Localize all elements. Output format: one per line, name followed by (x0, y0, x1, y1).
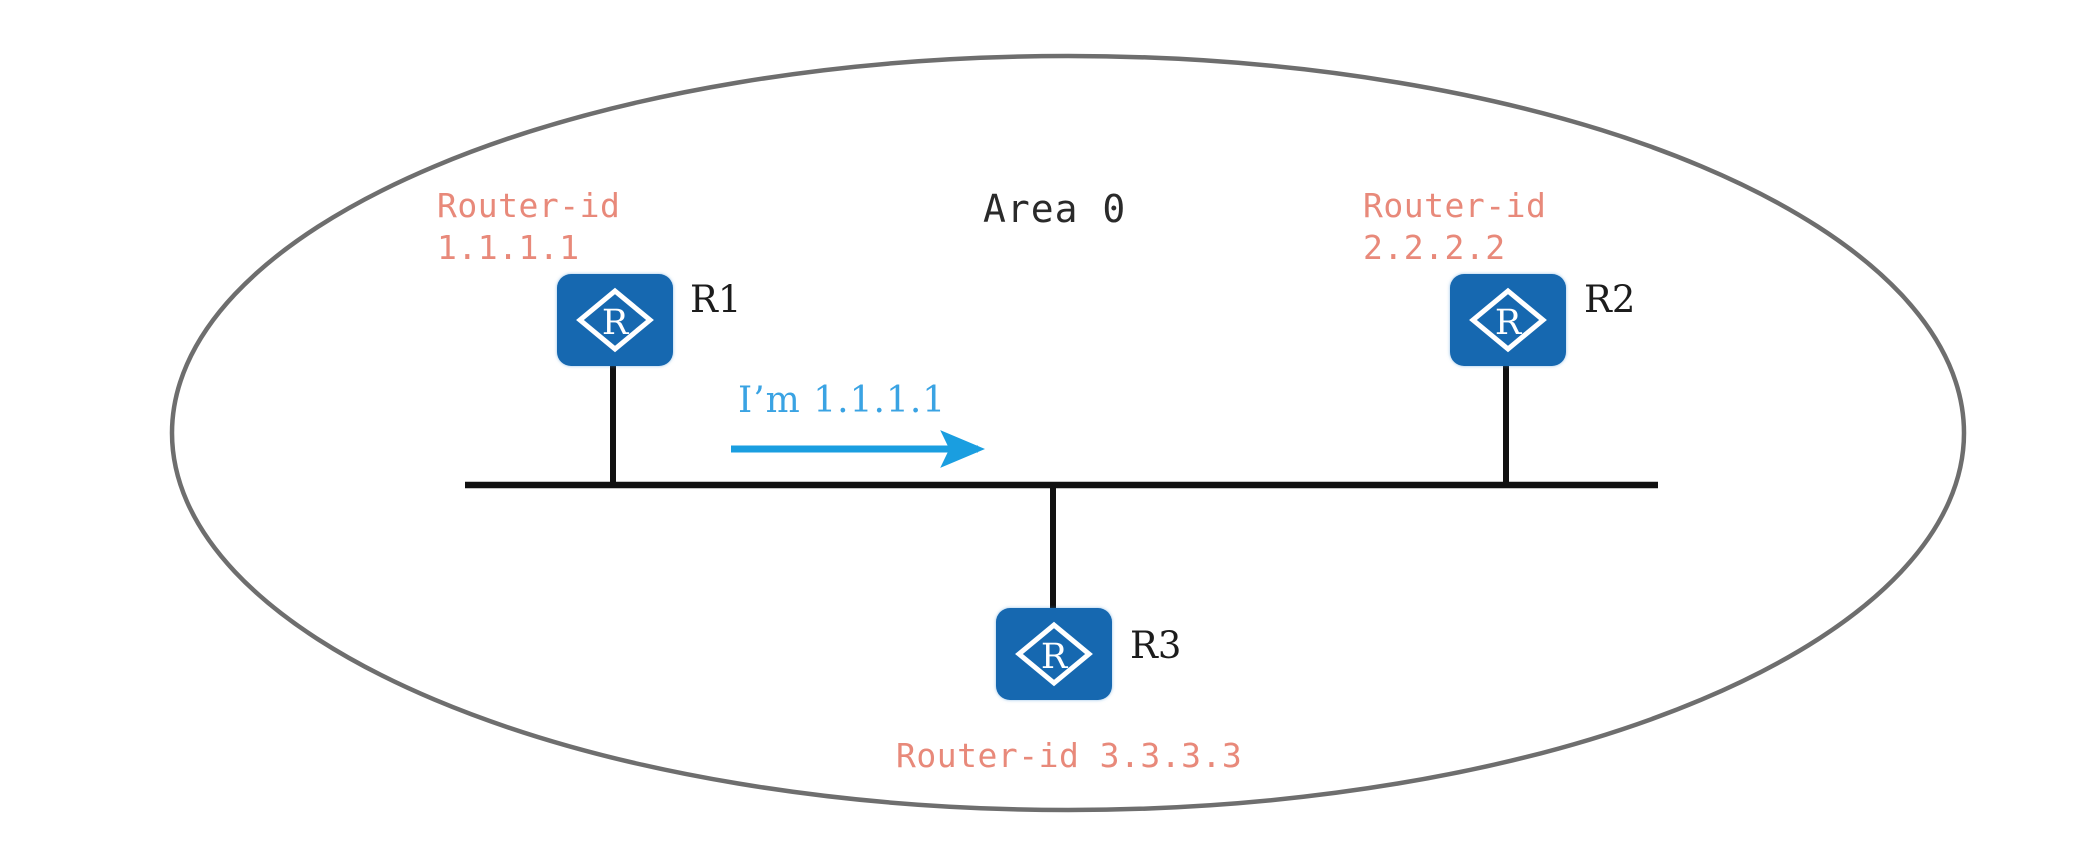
router-icon: R (1015, 621, 1093, 687)
router-icon-r2[interactable]: R (1450, 274, 1566, 366)
router-icon: R (576, 287, 654, 353)
area-label: Area 0 (983, 187, 1127, 231)
svg-text:R: R (1495, 303, 1523, 343)
device-name-r2: R2 (1584, 278, 1636, 321)
router-id-label-r3: Router-id 3.3.3.3 (896, 736, 1243, 775)
router-id-line2-r1: 1.1.1.1 (437, 228, 580, 268)
svg-text:R: R (602, 303, 630, 343)
router-id-line1-r1: Router-id (437, 186, 621, 225)
hello-message-label: I’m 1.1.1.1 (738, 380, 947, 421)
router-icon-r1[interactable]: R (557, 274, 673, 366)
router-icon-r3[interactable]: R (996, 608, 1112, 700)
router-id-line1-r2: Router-id (1363, 186, 1547, 225)
svg-text:R: R (1041, 637, 1069, 677)
device-name-r3: R3 (1130, 624, 1182, 667)
router-icon: R (1469, 287, 1547, 353)
router-id-line2-r2: 2.2.2.2 (1363, 228, 1506, 268)
device-name-r1: R1 (690, 278, 742, 321)
area-boundary-ellipse (169, 53, 1967, 813)
